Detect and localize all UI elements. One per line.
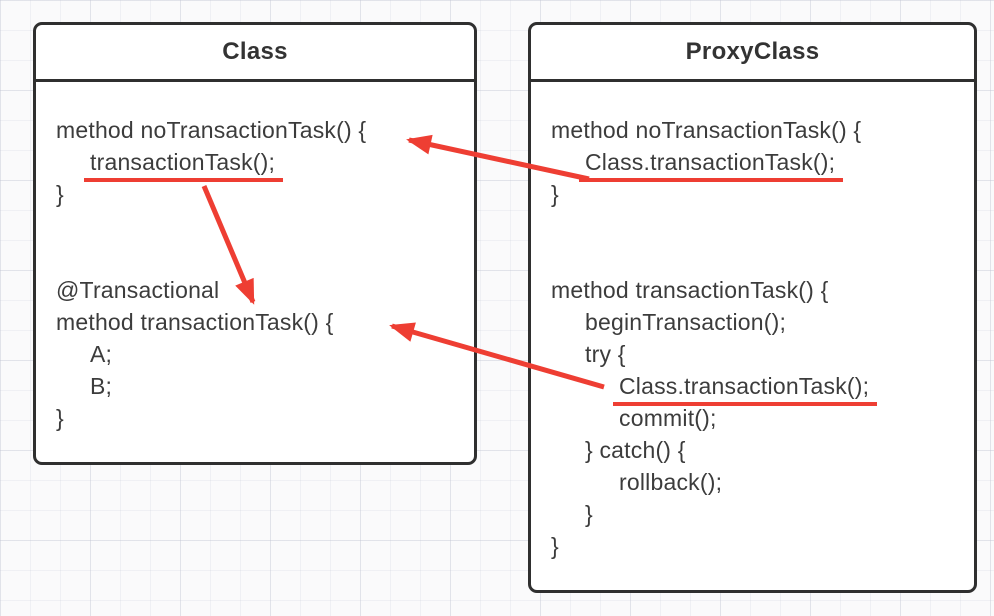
code-line: rollback(); [619,469,723,495]
code-line: Class.transactionTask(); [551,146,960,182]
code-line: Class.transactionTask(); [551,370,960,406]
underline-emphasis: Class.transactionTask(); [613,372,878,406]
code-line: method transactionTask() { [56,309,334,335]
code-line: } catch() { [585,437,686,463]
code-line [56,242,460,274]
underline-emphasis: Class.transactionTask(); [579,148,844,182]
class-box-body: method noTransactionTask() { transactionT… [36,82,474,434]
code-line: B; [90,373,113,399]
code-line: beginTransaction(); [585,309,787,335]
proxy-class-box-body: method noTransactionTask() { Class.transa… [531,82,974,562]
code-line: @Transactional [56,277,220,303]
code-line: } [551,533,559,559]
code-line: } [56,181,64,207]
proxy-class-box: ProxyClass method noTransactionTask() { C… [528,22,977,593]
code-line: } [551,181,559,207]
underline-emphasis: transactionTask(); [84,148,284,182]
code-line: commit(); [619,405,717,431]
code-line: method transactionTask() { [551,277,829,303]
code-line: transactionTask(); [56,146,460,182]
code-line [56,210,460,242]
proxy-class-box-header: ProxyClass [531,25,974,82]
code-line: } [56,405,64,431]
code-line: method noTransactionTask() { [551,117,862,143]
class-box: Class method noTransactionTask() { transa… [33,22,477,465]
code-line [551,210,960,242]
code-line [551,242,960,274]
proxy-class-box-title: ProxyClass [685,38,820,65]
class-box-header: Class [36,25,474,82]
code-line: } [585,501,593,527]
code-line: try { [585,341,626,367]
code-line: method noTransactionTask() { [56,117,367,143]
class-box-title: Class [222,38,288,65]
code-line: A; [90,341,113,367]
